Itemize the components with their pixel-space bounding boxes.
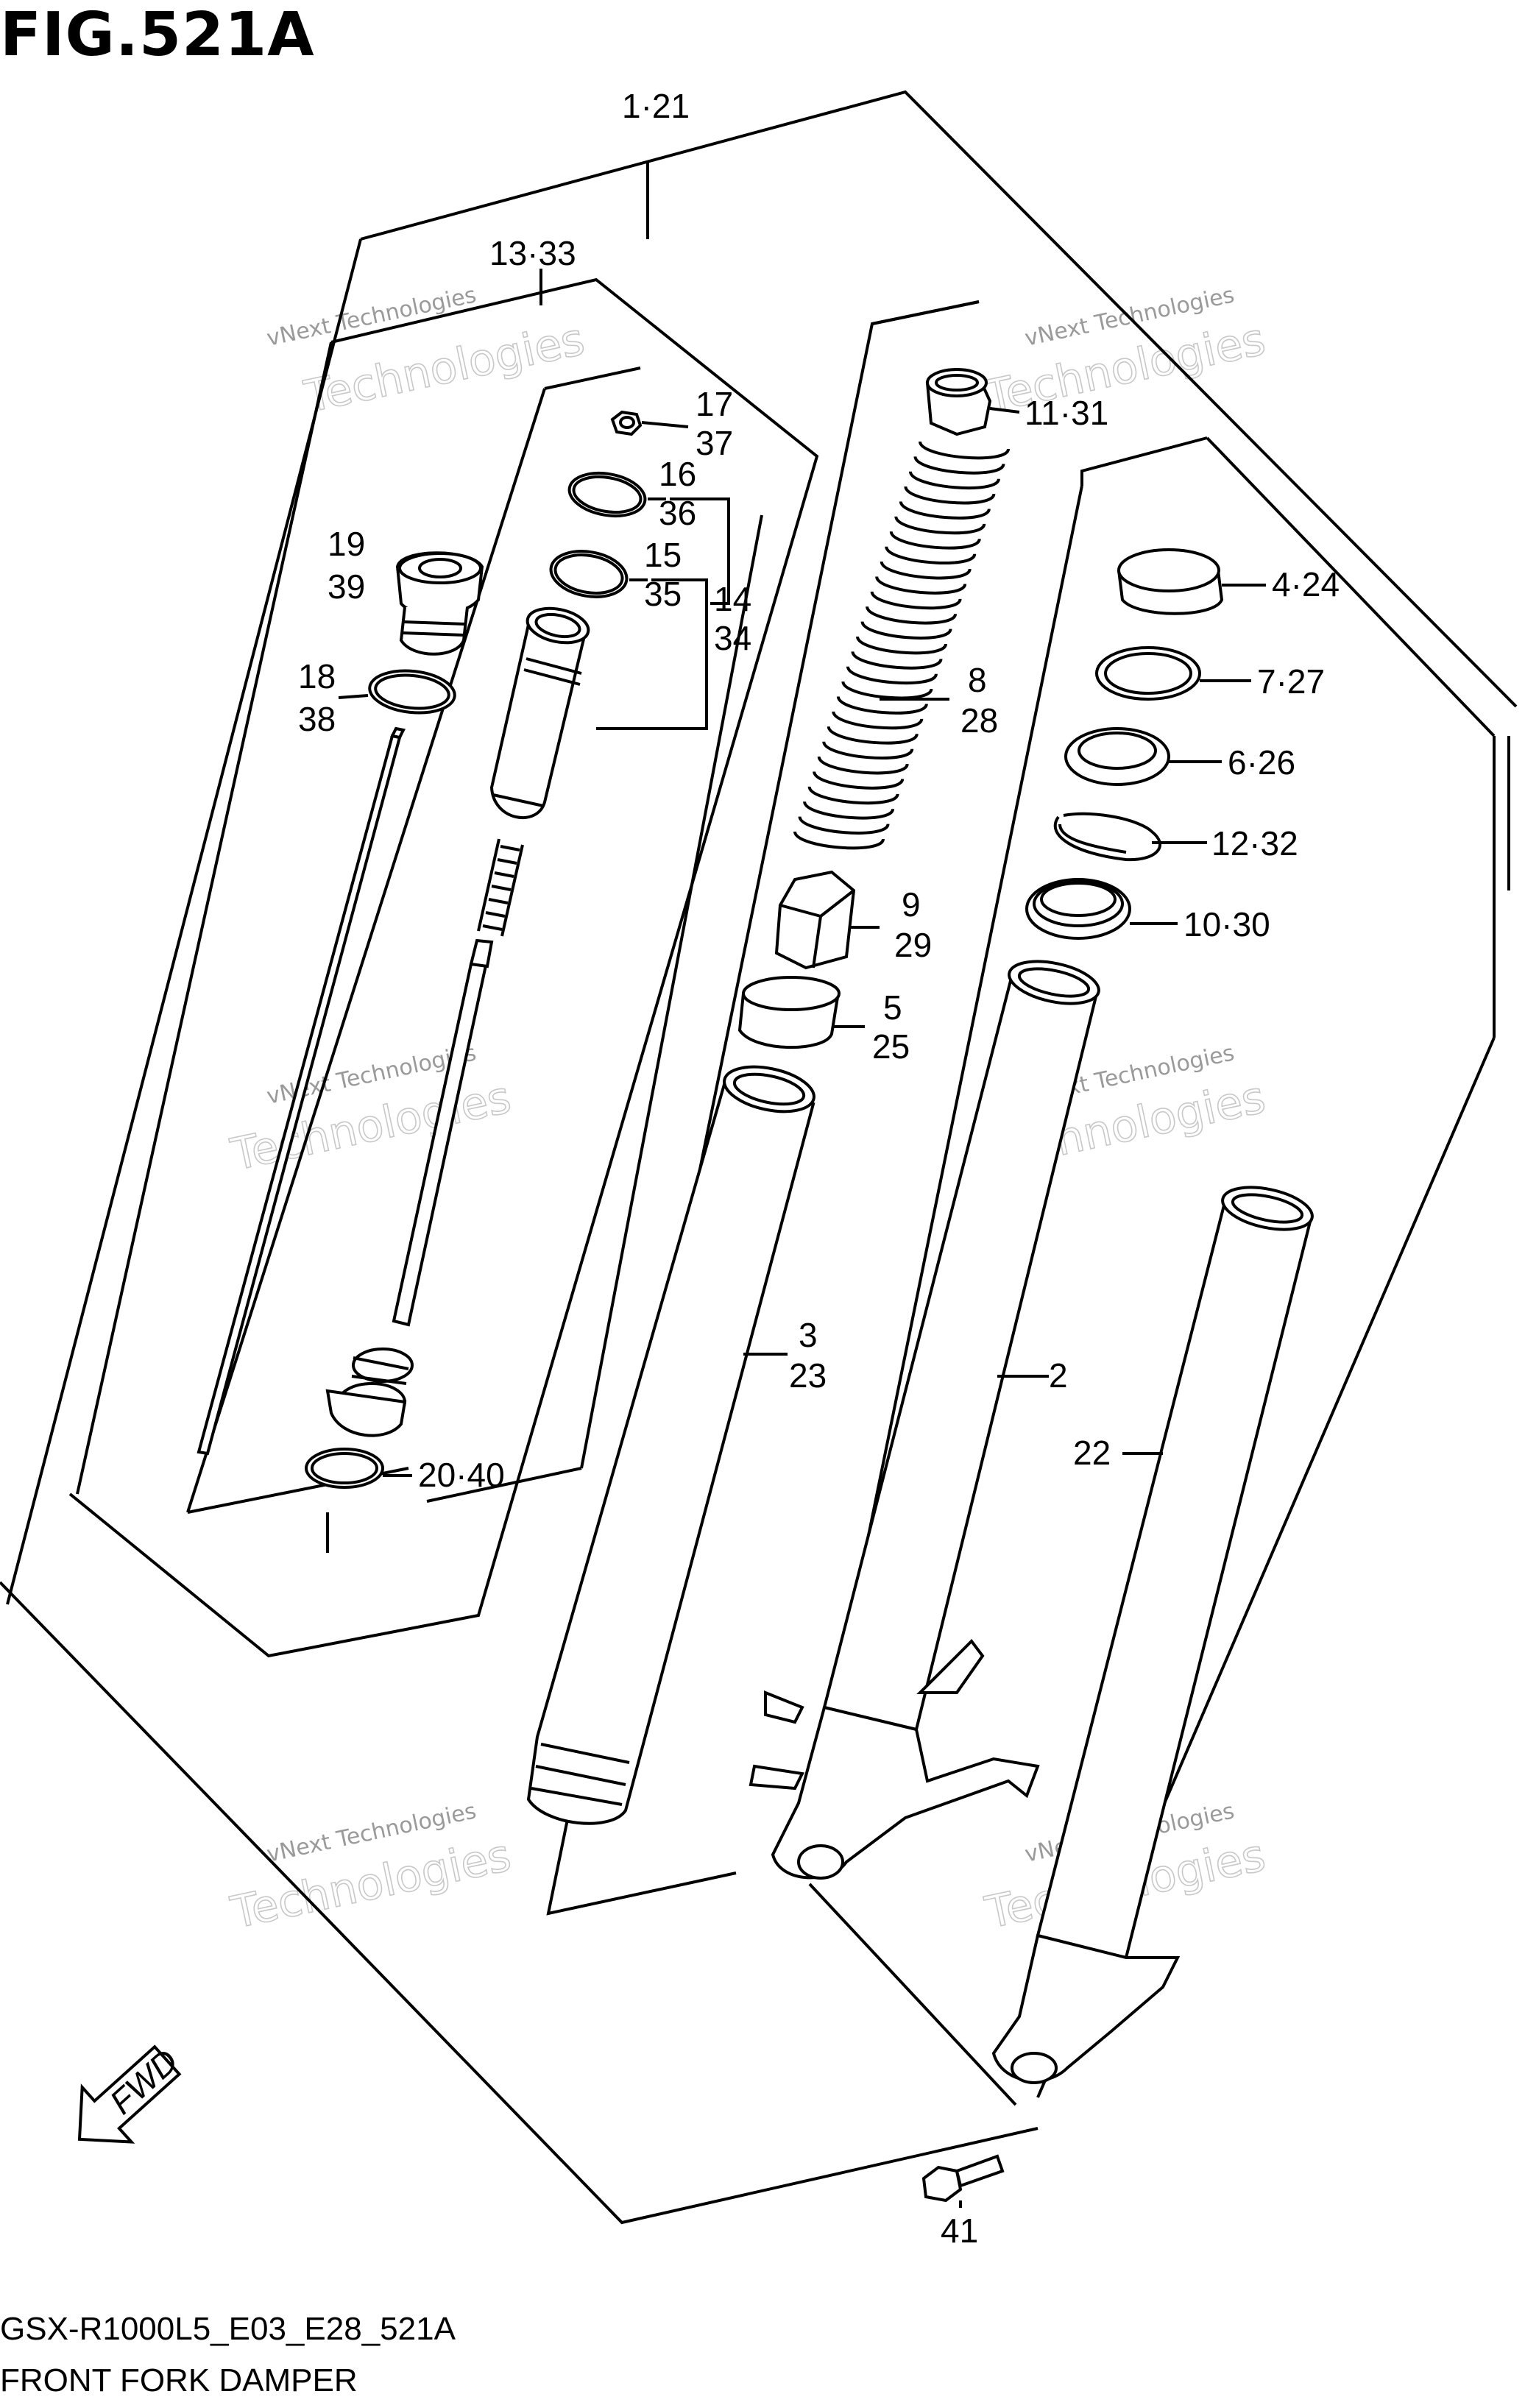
callout-36: 36 (659, 494, 696, 532)
callout-20-40: 20·40 (418, 1456, 505, 1494)
callout-4-24: 4·24 (1272, 565, 1340, 603)
part-stopper-ring-12 (1053, 812, 1207, 862)
assembly-outline-1-21 (0, 90, 1518, 2225)
callout-37: 37 (696, 424, 733, 462)
part-oil-seal-6 (1064, 727, 1222, 786)
callout-29: 29 (894, 926, 932, 964)
callout-34: 34 (714, 619, 751, 657)
part-main-spring-8 (793, 441, 1010, 850)
callout-28: 28 (960, 701, 998, 740)
callout-38: 38 (298, 700, 336, 738)
callout-1-21: 1·21 (622, 87, 690, 125)
callout-3: 3 (799, 1316, 818, 1354)
part-outer-tube-2 (749, 960, 1100, 1880)
diagram-caption: FRONT FORK DAMPER (0, 2362, 358, 2398)
part-damper-rod (325, 938, 494, 1437)
part-ring-20 (305, 1448, 412, 1489)
part-bush-4 (1117, 548, 1266, 615)
callout-41: 41 (941, 2212, 978, 2250)
part-oring-16 (567, 471, 666, 518)
part-washer-7 (1095, 646, 1251, 701)
callout-7-27: 7·27 (1257, 662, 1325, 701)
callout-22: 22 (1073, 1434, 1111, 1472)
callout-15: 15 (644, 536, 682, 574)
part-push-rod (197, 726, 406, 1456)
part-oring-18 (338, 669, 456, 715)
callout-9: 9 (902, 885, 921, 924)
callout-5: 5 (883, 988, 902, 1027)
callout-2: 2 (1049, 1356, 1068, 1395)
callout-labels: 1·21 13·33 17 37 16 36 15 35 14 34 19 39… (298, 87, 1340, 2250)
callout-39: 39 (328, 567, 365, 606)
part-cylinder-14 (489, 606, 590, 820)
bracket-14 (670, 497, 730, 605)
figure-title: FIG.521A (0, 0, 315, 70)
part-bolt-41 (921, 2154, 1005, 2208)
callout-17: 17 (696, 385, 733, 423)
part-cap-bolt-19 (395, 551, 484, 656)
part-inner-tube-3 (526, 1065, 815, 1825)
part-nut-17 (610, 410, 689, 436)
part-spring-seat-11 (925, 368, 1020, 436)
callout-35: 35 (644, 575, 682, 613)
callout-12-32: 12·32 (1211, 824, 1298, 863)
callout-6-26: 6·26 (1228, 743, 1295, 782)
callout-19: 19 (328, 525, 365, 563)
part-bush-5 (737, 976, 865, 1049)
part-small-spring (477, 838, 524, 937)
callout-11-31: 11·31 (1025, 394, 1108, 432)
part-dust-seal-10 (1025, 878, 1178, 940)
part-outer-tube-22 (991, 1186, 1314, 2084)
callout-25: 25 (872, 1027, 910, 1066)
callout-23: 23 (789, 1356, 827, 1395)
model-code: GSX-R1000L5_E03_E28_521A (0, 2311, 456, 2347)
part-oring-15 (549, 550, 648, 598)
callout-8: 8 (968, 661, 987, 699)
callout-16: 16 (659, 455, 696, 493)
assembly-outline-inner-damper (186, 366, 763, 1553)
assembly-outline-13-33 (68, 269, 819, 1658)
fwd-arrow-icon: FWD (77, 2042, 185, 2144)
bracket-14b (596, 578, 708, 730)
callout-18: 18 (298, 657, 336, 695)
callout-10-30: 10·30 (1183, 905, 1270, 943)
callout-13-33: 13·33 (489, 234, 576, 272)
callout-14: 14 (714, 580, 751, 618)
part-spacer-9 (774, 870, 880, 970)
